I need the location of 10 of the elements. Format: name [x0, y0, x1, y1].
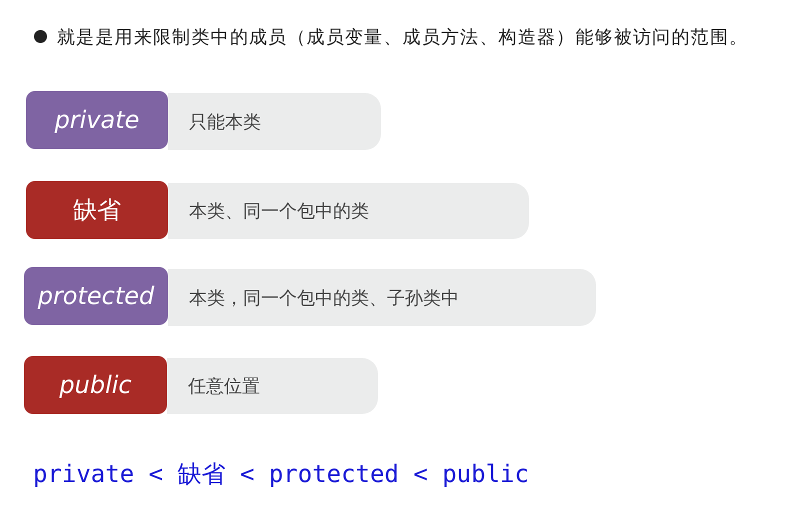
scope-description-bar: 本类，同一个包中的类、子孙类中: [168, 269, 596, 326]
access-modifier-tag: public: [24, 356, 167, 414]
access-modifier-tag: 缺省: [26, 181, 168, 239]
order-text: private < 缺省 < protected < public: [33, 459, 529, 490]
intro-text: 就是是用来限制类中的成员（成员变量、成员方法、构造器）能够被访问的范围。: [57, 26, 748, 49]
scope-description-bar: 只能本类: [168, 93, 381, 150]
scope-description-bar: 本类、同一个包中的类: [168, 183, 529, 239]
access-modifier-tag: protected: [24, 267, 168, 325]
scope-description-bar: 任意位置: [167, 358, 378, 414]
access-modifier-tag: private: [26, 91, 168, 149]
